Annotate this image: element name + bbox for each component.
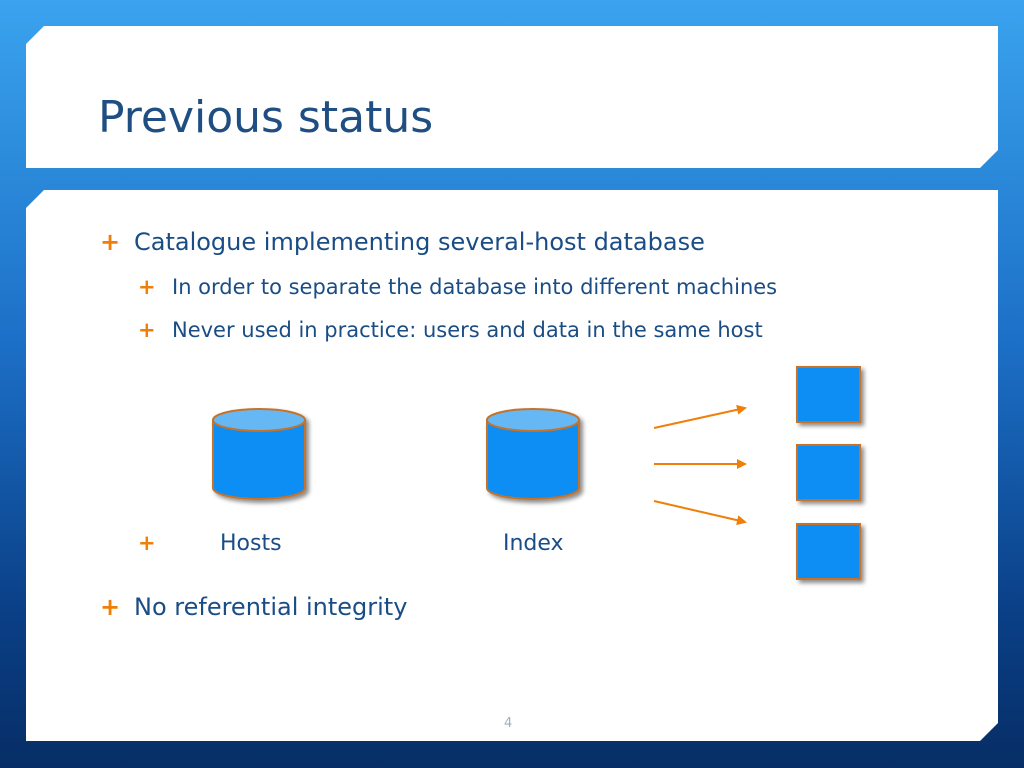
- hosts-database-icon: [212, 408, 306, 500]
- arrow-bottom: [653, 500, 747, 526]
- machine-box-2: [796, 444, 861, 501]
- bullet-text: Catalogue implementing several-host data…: [134, 228, 705, 256]
- sub-bullet-separate: + In order to separate the database into…: [138, 275, 777, 299]
- bullet-text: No referential integrity: [134, 593, 408, 621]
- bullet-text: In order to separate the database into d…: [172, 275, 778, 299]
- bullet-referential: + No referential integrity: [100, 593, 407, 621]
- arrow-top: [653, 404, 747, 429]
- plus-bullet-icon: +: [138, 531, 156, 555]
- sub-bullet-diagram-labels: +: [138, 531, 172, 555]
- bullet-text: Never used in practice: users and data i…: [172, 318, 763, 342]
- machine-box-1: [796, 366, 861, 423]
- plus-bullet-icon: +: [138, 318, 156, 342]
- plus-bullet-icon: +: [100, 228, 121, 256]
- sub-bullet-never-used: + Never used in practice: users and data…: [138, 318, 763, 342]
- page-number: 4: [504, 716, 513, 731]
- hosts-label: Hosts: [220, 531, 282, 556]
- machine-box-3: [796, 523, 861, 580]
- slide-title: Previous status: [98, 92, 434, 143]
- plus-bullet-icon: +: [100, 593, 121, 621]
- title-panel: [26, 26, 998, 168]
- bullet-catalogue: + Catalogue implementing several-host da…: [100, 228, 705, 256]
- index-database-icon: [486, 408, 580, 500]
- index-label: Index: [503, 531, 564, 556]
- plus-bullet-icon: +: [138, 275, 156, 299]
